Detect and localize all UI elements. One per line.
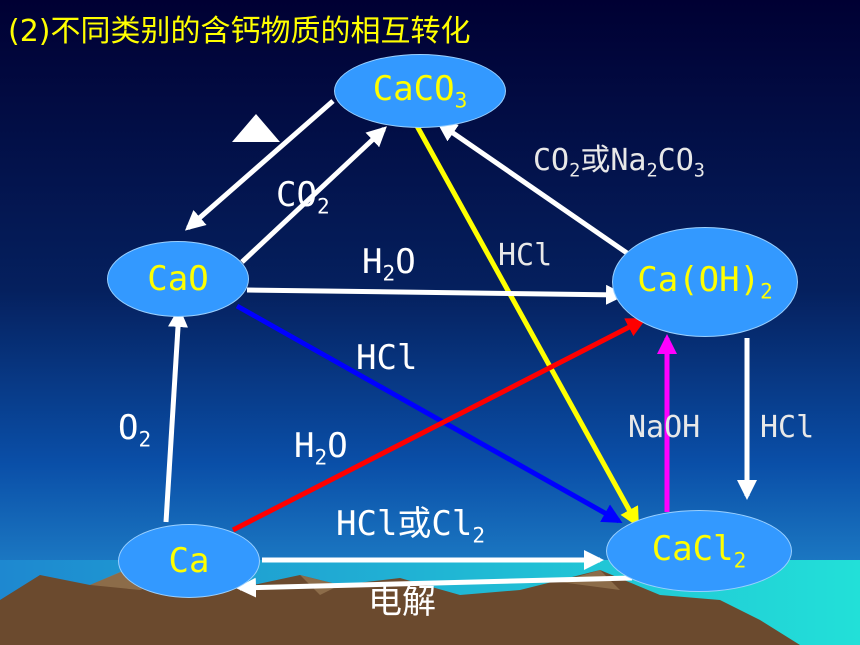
arrow-cao-to-caoh2 — [246, 284, 626, 305]
label-o2: O2 — [118, 408, 152, 452]
label-hcl-mid: HCl — [356, 338, 418, 378]
caoh2-formula: Ca(OH)2 — [637, 260, 773, 304]
label-co2-a: CO2 — [276, 175, 330, 219]
label-hcl-right: HCl — [760, 410, 815, 445]
label-hcl-diag: HCl — [498, 238, 553, 273]
node-caco3: CaCO3 — [334, 54, 506, 128]
cacl2-formula: CaCl2 — [651, 529, 747, 573]
label-hcl-or-cl2: HCl或Cl2 — [336, 504, 486, 548]
arrow-caco3-to-cao — [184, 99, 335, 231]
label-co2-or-na2co3: CO2或Na2CO3 — [533, 143, 705, 182]
arrow-cao-to-cacl2 — [235, 303, 623, 524]
arrow-ca-to-cao — [163, 307, 188, 523]
node-caoh2: Ca(OH)2 — [612, 227, 798, 337]
label-h2o-a: H2O — [362, 242, 416, 286]
arrow-ca-to-caoh2 — [231, 317, 647, 533]
arrow-caoh2-to-caco3 — [436, 121, 629, 256]
label-naoh: NaOH — [628, 410, 701, 445]
label-electrolysis: 电解 — [368, 582, 436, 622]
ca-formula: Ca — [168, 541, 210, 581]
cao-formula: CaO — [147, 259, 209, 299]
arrow-cacl2-to-ca — [236, 575, 633, 598]
page-title: (2)不同类别的含钙物质的相互转化 — [8, 14, 471, 49]
node-cacl2: CaCl2 — [606, 510, 792, 592]
heat-triangle-icon — [232, 114, 280, 142]
node-ca: Ca — [118, 524, 260, 598]
arrow-cao-to-caco3 — [240, 126, 387, 264]
caco3-formula: CaCO3 — [372, 69, 468, 113]
label-h2o-b: H2O — [294, 426, 348, 470]
node-cao: CaO — [107, 241, 249, 317]
arrow-caco3-to-cacl2 — [414, 124, 640, 528]
